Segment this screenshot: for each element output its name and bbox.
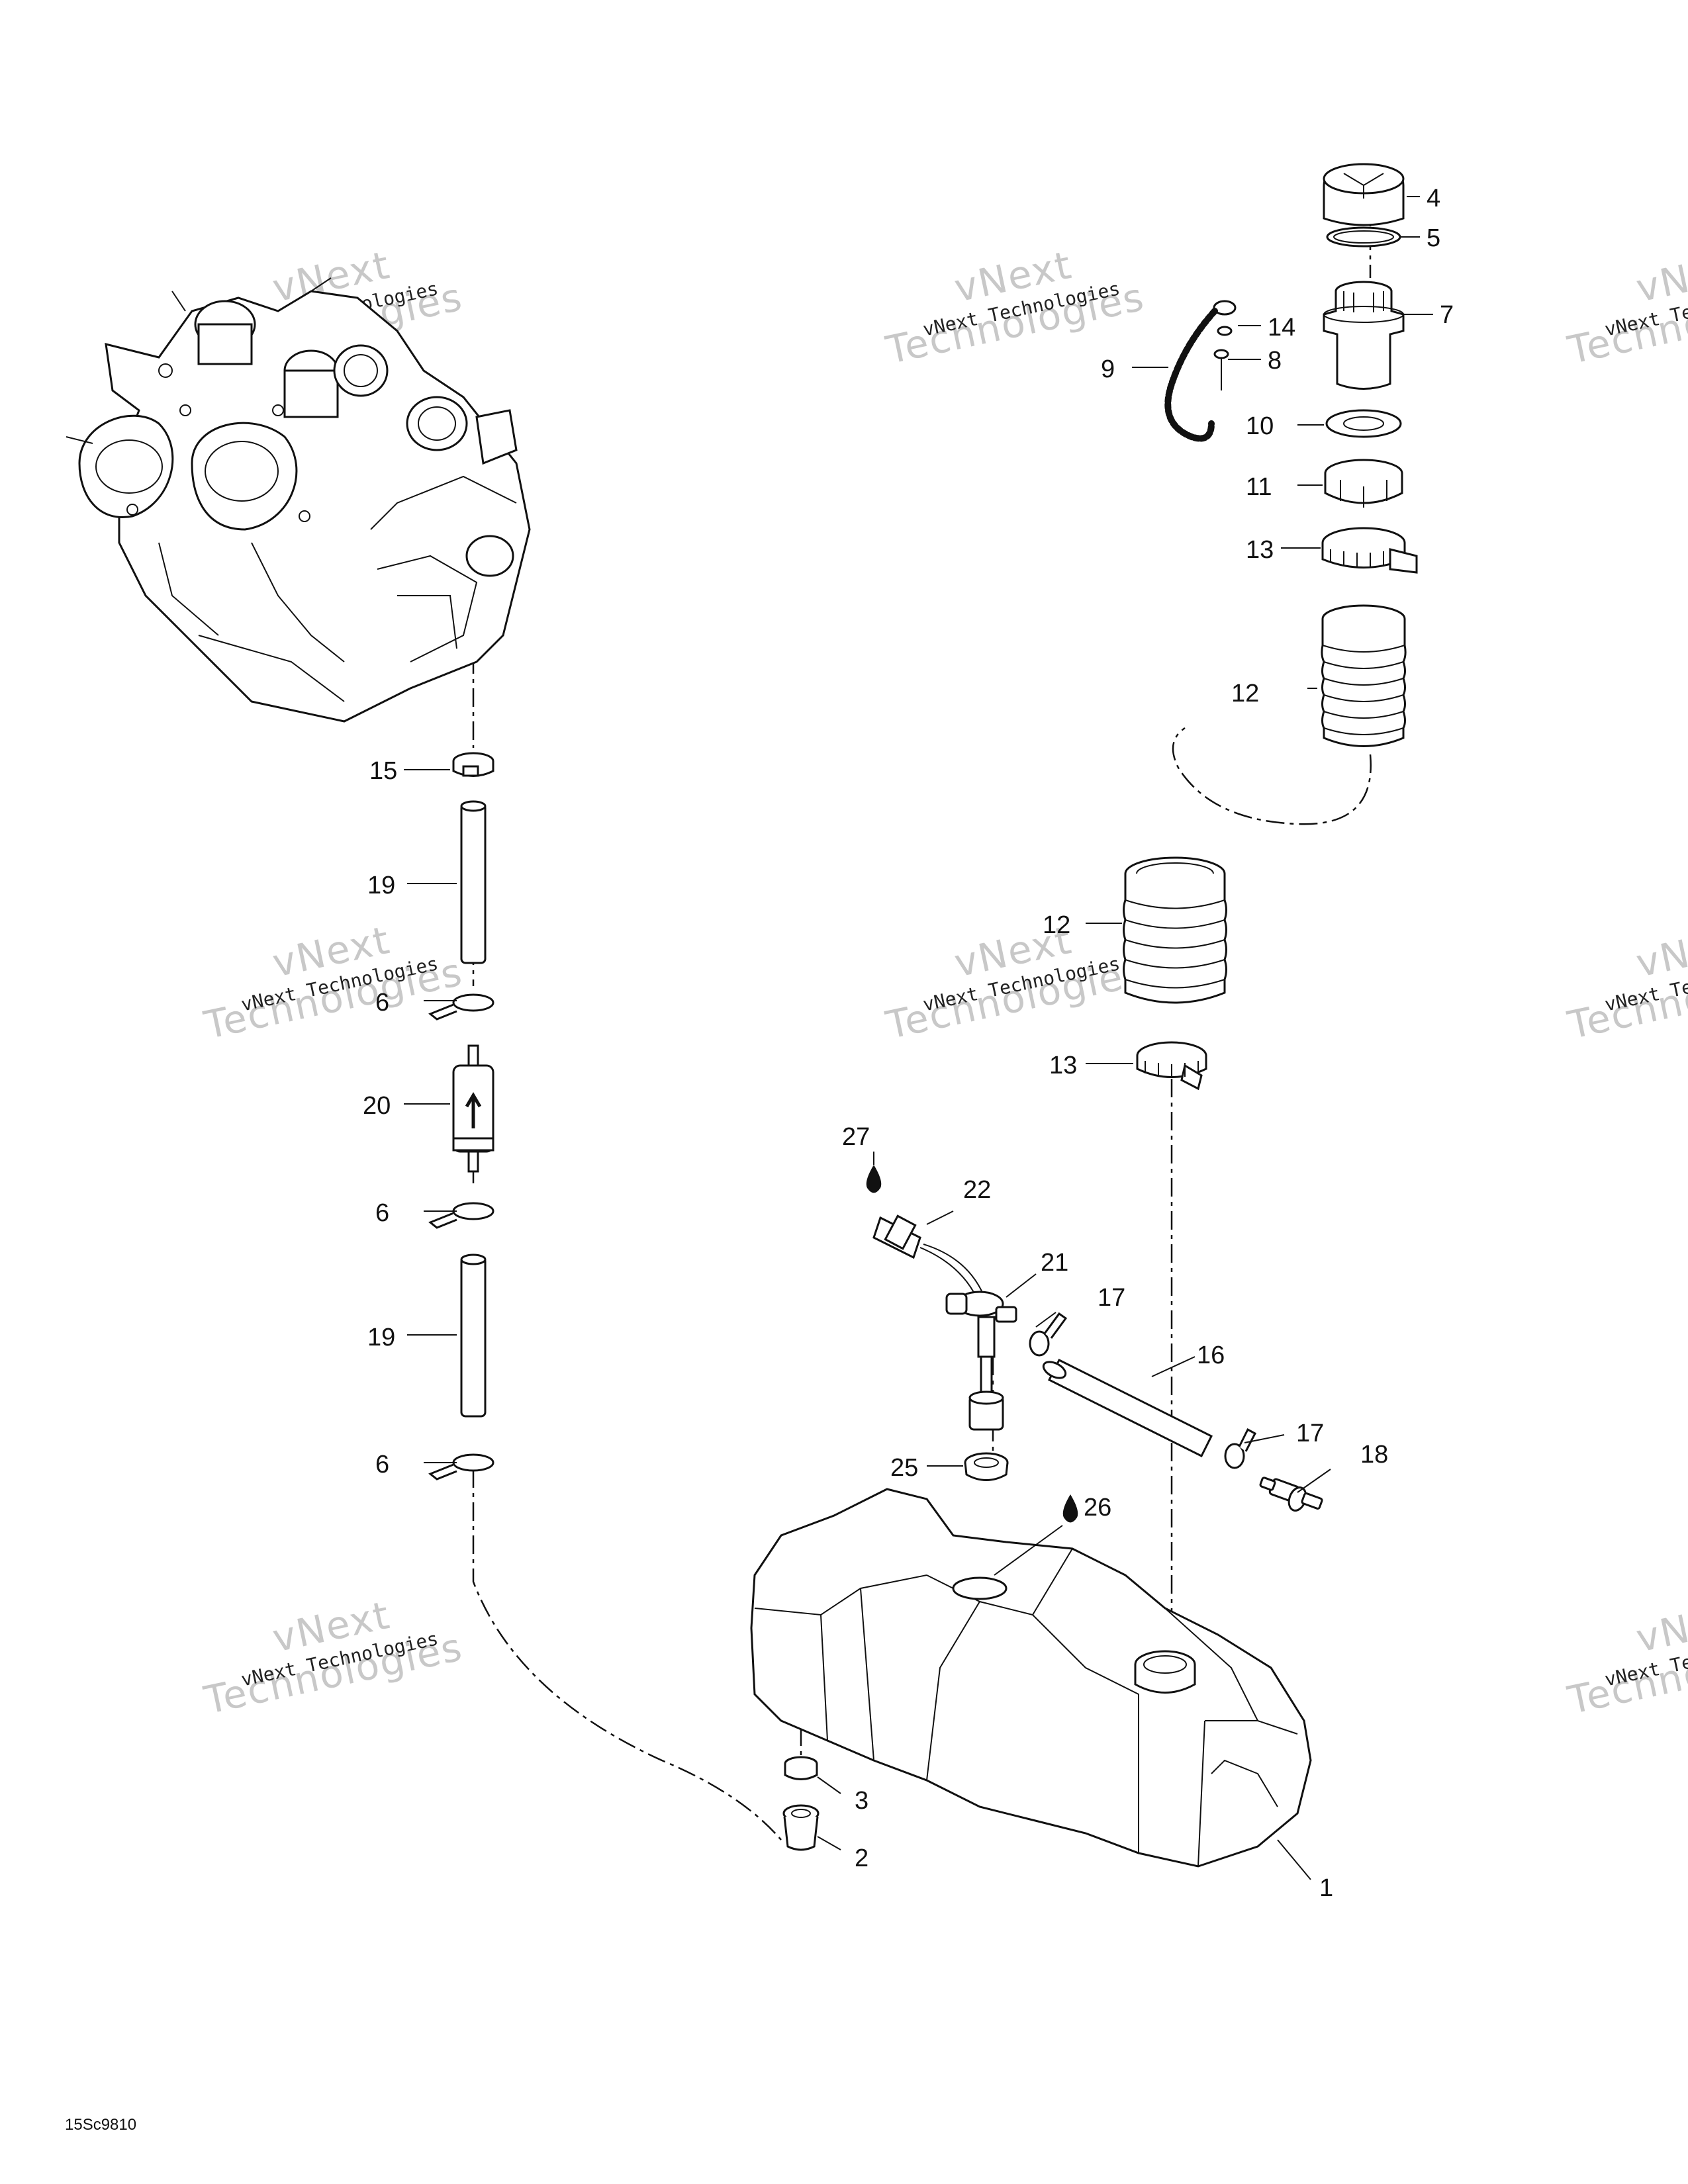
drain-plug-2 xyxy=(782,1804,820,1851)
callout-5: 5 xyxy=(1427,224,1440,252)
callouts: 1 2 3 4 5 6 6 6 7 8 9 10 11 12 12 13 13 … xyxy=(363,185,1454,1902)
callout-12-upper: 12 xyxy=(1231,680,1259,707)
callout-16: 16 xyxy=(1197,1342,1225,1369)
washer-10 xyxy=(1325,409,1402,438)
document-code: 15Sc9810 xyxy=(65,2116,136,2134)
watermark-4: vNext Technologies vNext Technologies xyxy=(200,917,467,1048)
callout-13-lower: 13 xyxy=(1049,1052,1077,1079)
callout-4: 4 xyxy=(1427,185,1440,212)
drop-icon xyxy=(866,1165,882,1193)
watermark-2: vNext Technologies vNext Technologies xyxy=(882,242,1149,373)
clamp-6-b xyxy=(428,1202,494,1229)
callout-9: 9 xyxy=(1101,355,1115,383)
callout-17b: 17 xyxy=(1296,1420,1324,1447)
drop-icon xyxy=(1062,1494,1078,1523)
watermark-7: vNext Technologies vNext Technologies xyxy=(200,1592,467,1723)
clamp-6-c xyxy=(428,1453,494,1480)
callout-2: 2 xyxy=(855,1844,868,1872)
grommet-25 xyxy=(964,1452,1009,1481)
callout-14: 14 xyxy=(1268,314,1295,341)
watermark-brand: vNext xyxy=(1632,242,1688,311)
clamp-15 xyxy=(452,752,494,777)
clamp-13-lower xyxy=(1136,1041,1207,1091)
callout-13-upper: 13 xyxy=(1246,536,1274,564)
watermark-brand: vNext xyxy=(1632,1592,1688,1661)
callout-22: 22 xyxy=(963,1176,991,1204)
hose-19-upper xyxy=(460,800,487,964)
clamp-17-a xyxy=(1029,1312,1068,1357)
callout-12-lower: 12 xyxy=(1043,911,1070,939)
flow-arrow-icon xyxy=(465,1092,482,1128)
grommet-3 xyxy=(784,1756,818,1780)
callout-10: 10 xyxy=(1246,412,1274,440)
rivet-8 xyxy=(1213,349,1229,390)
watermark-3: vNext Technologies vNext Technologies xyxy=(1564,242,1688,373)
fuel-tank-1 xyxy=(750,1488,1312,1868)
fuel-cap-4 xyxy=(1323,163,1405,226)
clamp-17-b xyxy=(1224,1428,1257,1469)
tether-ring-14 xyxy=(1213,300,1237,336)
watermark-5: vNext Technologies vNext Technologies xyxy=(882,917,1149,1048)
watermark-9: vNext Technologies vNext Technologies xyxy=(1564,1592,1688,1723)
assembly-lines xyxy=(472,199,1372,1841)
tether-chain-9 xyxy=(1164,308,1218,442)
filler-hose-12-upper xyxy=(1321,604,1407,747)
filler-neck-7 xyxy=(1323,281,1405,390)
callout-17a: 17 xyxy=(1098,1284,1125,1312)
check-valve-18 xyxy=(1259,1477,1323,1512)
callout-18: 18 xyxy=(1360,1441,1388,1469)
leader-lines xyxy=(404,196,1433,1880)
callout-7: 7 xyxy=(1440,301,1454,329)
watermark-brand: vNext xyxy=(1632,917,1688,986)
clamp-13-upper xyxy=(1321,527,1418,574)
filler-hose-12-lower xyxy=(1123,856,1227,1004)
callout-19-upper: 19 xyxy=(367,872,395,899)
callout-6a: 6 xyxy=(375,989,389,1017)
bushing-25-upper xyxy=(968,1390,1004,1431)
callout-27: 27 xyxy=(842,1123,870,1151)
callout-3: 3 xyxy=(855,1787,868,1815)
callout-19-lower: 19 xyxy=(367,1324,395,1351)
connector-22 xyxy=(872,1214,984,1298)
callout-21: 21 xyxy=(1041,1249,1068,1277)
vent-hose-16 xyxy=(1042,1358,1213,1458)
callout-20: 20 xyxy=(363,1092,391,1120)
callout-8: 8 xyxy=(1268,347,1282,375)
callout-1: 1 xyxy=(1319,1874,1333,1902)
callout-26: 26 xyxy=(1084,1494,1111,1522)
callout-6c: 6 xyxy=(375,1451,389,1479)
fuel-filter-20 xyxy=(452,1044,494,1173)
nut-11 xyxy=(1324,459,1403,508)
callout-25: 25 xyxy=(890,1454,918,1482)
callout-11: 11 xyxy=(1246,473,1272,501)
fuel-valve-21 xyxy=(945,1291,1017,1358)
watermark-6: vNext Technologies vNext Technologies xyxy=(1564,917,1688,1048)
gasket-5 xyxy=(1326,226,1401,248)
hose-19-lower xyxy=(460,1253,487,1418)
clamp-6-a xyxy=(428,993,494,1021)
engine-assembly xyxy=(66,277,531,723)
callout-6b: 6 xyxy=(375,1199,389,1227)
callout-15: 15 xyxy=(369,757,397,785)
